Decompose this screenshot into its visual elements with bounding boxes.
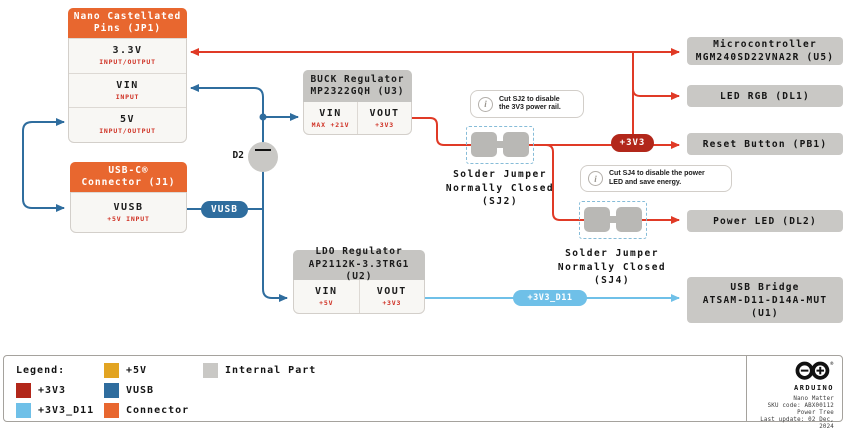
callout-text: Cut SJ2 to disable the 3V3 power rail. <box>499 95 561 112</box>
part-microcontroller: Microcontroller MGM240SD22VNA2R (U5) <box>687 37 843 65</box>
legend-item-3v3: +3V3 <box>16 383 66 398</box>
registered-mark: ® <box>830 361 834 367</box>
legend-item-connector: Connector <box>104 403 189 418</box>
jumper-pad <box>584 207 610 232</box>
pin-vout: VOUT +3V3 <box>358 280 425 313</box>
sj4-label: Solder Jumper Normally Closed (SJ4) <box>557 248 667 286</box>
node-buck-regulator: BUCK Regulator MP2322GQH (U3) VIN MAX +2… <box>303 70 412 135</box>
swatch-5v <box>104 363 119 378</box>
pin-3v3: 3.3V INPUT/OUTPUT <box>69 38 186 73</box>
arduino-logo-icon: ® <box>795 361 834 380</box>
sku-code: SKU code: ABX00112 <box>767 403 834 409</box>
part-reset-button: Reset Button (PB1) <box>687 133 843 155</box>
pin-5v: 5V INPUT/OUTPUT <box>69 107 186 142</box>
legend: Legend: +3V3 +3V3_D11 +5V VUSB Connector <box>4 356 746 421</box>
legend-item-internal-part: Internal Part <box>203 363 316 378</box>
badge-vusb: VUSB <box>201 201 248 218</box>
node-nano-castellated-pins: Nano Castellated Pins (JP1) 3.3V INPUT/O… <box>68 8 187 143</box>
pin-vusb: VUSB +5V INPUT <box>71 192 186 232</box>
node-title: Nano Castellated Pins (JP1) <box>68 8 187 38</box>
legend-item-3v3-d11: +3V3_D11 <box>16 403 94 418</box>
swatch-internal-part <box>203 363 218 378</box>
document-type: Power Tree <box>797 410 834 416</box>
swatch-connector <box>104 403 119 418</box>
node-title: LDO Regulator AP2112K-3.3TRG1 (U2) <box>293 246 425 282</box>
jumper-bar <box>607 216 621 223</box>
callout-sj2: i Cut SJ2 to disable the 3V3 power rail. <box>470 90 584 118</box>
jumper-bar <box>494 141 508 148</box>
node-title: BUCK Regulator MP2322GQH (U3) <box>303 70 412 102</box>
solder-jumper-sj2 <box>466 126 534 164</box>
sj2-label: Solder Jumper Normally Closed (SJ2) <box>445 169 555 207</box>
jumper-pad <box>503 132 529 157</box>
pin-vin: VIN INPUT <box>69 72 186 108</box>
part-usb-bridge: USB Bridge ATSAM-D11-D14A-MUT (U1) <box>687 277 843 323</box>
badge-3v3-d11: +3V3_D11 <box>513 290 587 306</box>
callout-text: Cut SJ4 to disable the power LED and sav… <box>609 170 705 186</box>
legend-title: Legend: <box>16 365 66 376</box>
swatch-vusb <box>104 383 119 398</box>
arduino-title-block: ® ARDUINO Nano Matter SKU code: ABX00112… <box>746 356 842 428</box>
diode-icon <box>248 142 278 172</box>
swatch-3v3 <box>16 383 31 398</box>
junction-dot <box>259 113 267 121</box>
legend-item-vusb: VUSB <box>104 383 154 398</box>
jumper-pad <box>471 132 497 157</box>
info-icon: i <box>588 171 603 186</box>
pin-vin: VIN MAX +21V <box>311 107 350 129</box>
solder-jumper-sj4 <box>579 201 647 239</box>
legend-box: Legend: +3V3 +3V3_D11 +5V VUSB Connector <box>3 355 843 428</box>
callout-sj4: i Cut SJ4 to disable the power LED and s… <box>580 165 732 192</box>
swatch-3v3-d11 <box>16 403 31 418</box>
jumper-pad <box>616 207 642 232</box>
wire-vusb-main <box>190 84 288 302</box>
node-title: USB-C® Connector (J1) <box>70 162 187 192</box>
pin-vout: VOUT +3V3 <box>357 102 411 134</box>
title-block-info: Nano Matter SKU code: ABX00112 Power Tre… <box>747 396 834 428</box>
part-led-rgb: LED RGB (DL1) <box>687 85 843 107</box>
node-ldo-regulator: LDO Regulator AP2112K-3.3TRG1 (U2) VIN +… <box>293 246 425 314</box>
product-name: Nano Matter <box>793 396 834 402</box>
info-icon: i <box>478 96 493 112</box>
wire-3v3-ledrgb <box>632 88 680 100</box>
part-power-led: Power LED (DL2) <box>687 210 843 232</box>
pin-vin: VIN +5V <box>314 286 338 307</box>
diode-label: D2 <box>232 150 244 161</box>
badge-3v3: +3V3 <box>611 134 654 152</box>
last-update: Last update: 02 Dec, 2024 <box>760 417 834 428</box>
wire-vusb-5v-link <box>22 118 65 212</box>
legend-item-5v: +5V <box>104 363 147 378</box>
node-usbc-connector: USB-C® Connector (J1) VUSB +5V INPUT <box>70 162 187 233</box>
arduino-brand: ARDUINO <box>793 384 834 392</box>
